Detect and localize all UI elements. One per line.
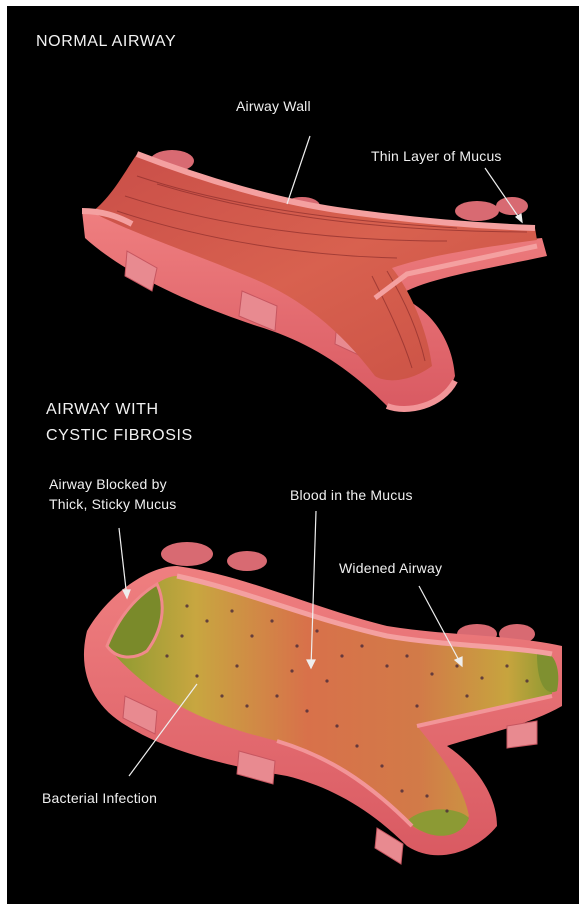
thin-mucus-label: Thin Layer of Mucus <box>371 146 502 166</box>
widened-label: Widened Airway <box>339 558 442 578</box>
diagram-frame: NORMAL AIRWAY Airway Wall Thin Layer of … <box>7 6 579 904</box>
cf-title-line1: AIRWAY WITH <box>46 398 159 422</box>
normal-airway-title: NORMAL AIRWAY <box>36 30 176 54</box>
blood-label: Blood in the Mucus <box>290 485 413 505</box>
normal-airway-illustration <box>82 150 547 409</box>
blocked-label-line1: Airway Blocked by <box>49 474 167 494</box>
airway-wall-label: Airway Wall <box>236 96 311 116</box>
airway-wall-pointer <box>287 136 310 204</box>
blocked-pointer <box>119 528 127 598</box>
airway-illustration <box>7 6 579 904</box>
cf-airway-illustration <box>84 542 562 864</box>
cf-title-line2: CYSTIC FIBROSIS <box>46 424 193 448</box>
blocked-label-line2: Thick, Sticky Mucus <box>49 494 177 514</box>
bacterial-label: Bacterial Infection <box>42 788 157 808</box>
